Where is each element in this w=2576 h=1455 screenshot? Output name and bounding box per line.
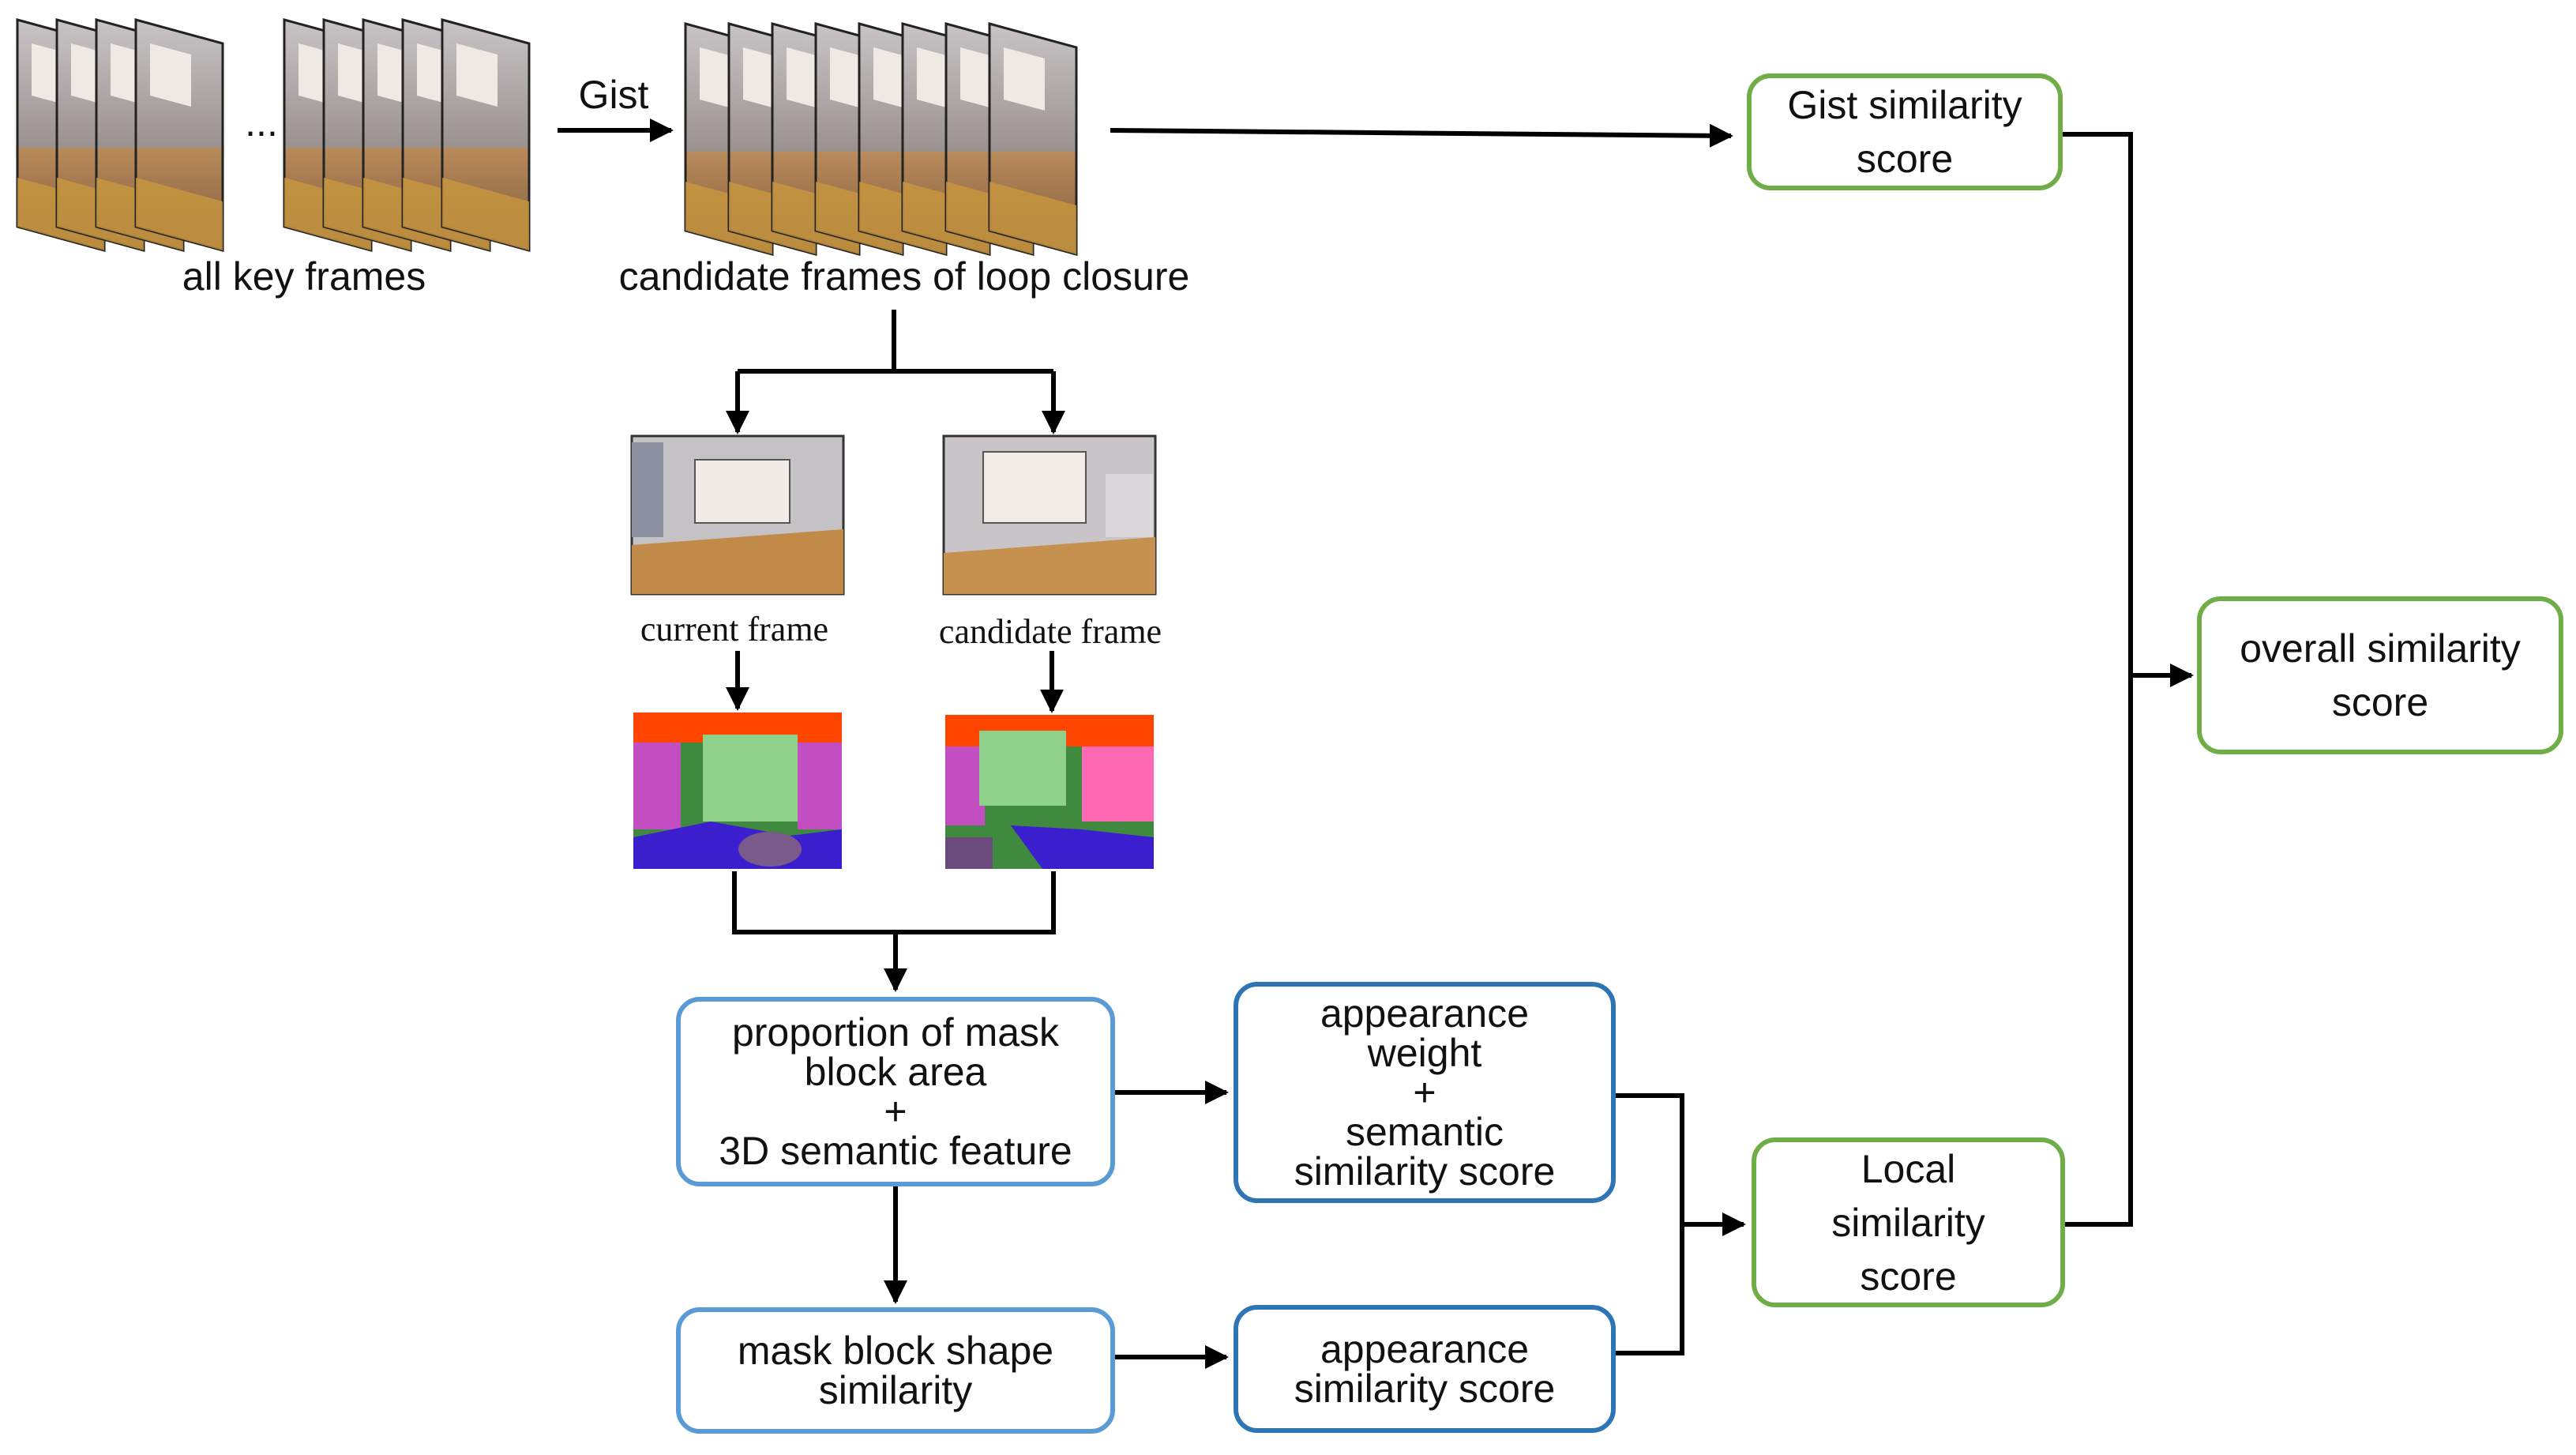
gist-arrow-label: Gist <box>578 73 649 117</box>
candidate-frame-thumbnail <box>942 434 1157 596</box>
connectors <box>558 118 2194 1369</box>
proportion-line-2: block area <box>804 1050 987 1094</box>
local-score-line-3: score <box>1860 1254 1957 1299</box>
appearance-weight-semantic-box: appearance weight + semantic similarity … <box>1234 982 1616 1203</box>
mask-shape-line-2: similarity <box>818 1368 973 1412</box>
candidate-frame-mask <box>945 715 1154 869</box>
key-frames-stack-right <box>283 18 531 252</box>
overall-score-line-2: score <box>2331 680 2429 724</box>
candidate-frames-stack <box>684 22 1078 256</box>
overall-score-line-1: overall similarity <box>2240 626 2521 671</box>
appearance-score-line-1: appearance <box>1320 1327 1530 1371</box>
appearance-weight-line-1: appearance <box>1320 991 1530 1036</box>
appearance-weight-line-4: semantic <box>1345 1110 1504 1154</box>
local-score-line-1: Local <box>1861 1146 1956 1191</box>
candidate-frames-label: candidate frames of loop closure <box>618 254 1190 299</box>
local-score-line-2: similarity <box>1831 1200 1985 1245</box>
mask-shape-line-1: mask block shape <box>737 1329 1054 1373</box>
current-frame-thumbnail <box>630 434 845 596</box>
appearance-similarity-score-box: appearance similarity score <box>1234 1305 1616 1433</box>
gist-similarity-score-box: Gist similarity score <box>1747 73 2063 190</box>
all-key-frames-label: all key frames <box>182 254 426 299</box>
proportion-line-1: proportion of mask <box>731 1010 1060 1055</box>
gist-score-line-2: score <box>1856 137 1954 181</box>
mask-block-shape-box: mask block shape similarity <box>676 1307 1115 1434</box>
proportion-line-4: 3D semantic feature <box>719 1129 1072 1173</box>
gist-score-line-1: Gist similarity <box>1787 83 2022 127</box>
current-frame-mask <box>633 712 842 869</box>
proportion-line-3: + <box>884 1089 907 1134</box>
key-frames-stack-left <box>16 18 224 252</box>
local-similarity-score-box: Local similarity score <box>1752 1137 2065 1307</box>
appearance-weight-line-5: similarity score <box>1294 1149 1556 1194</box>
appearance-score-line-2: similarity score <box>1294 1367 1556 1411</box>
candidate-frame-label: candidate frame <box>938 612 1162 651</box>
proportion-semantic-feature-box: proportion of mask block area + 3D seman… <box>676 997 1115 1186</box>
appearance-weight-line-2: weight <box>1367 1031 1482 1075</box>
overall-similarity-score-box: overall similarity score <box>2197 596 2563 754</box>
ellipsis: ... <box>245 100 278 145</box>
appearance-weight-line-3: + <box>1413 1070 1436 1115</box>
current-frame-label: current frame <box>640 610 829 649</box>
